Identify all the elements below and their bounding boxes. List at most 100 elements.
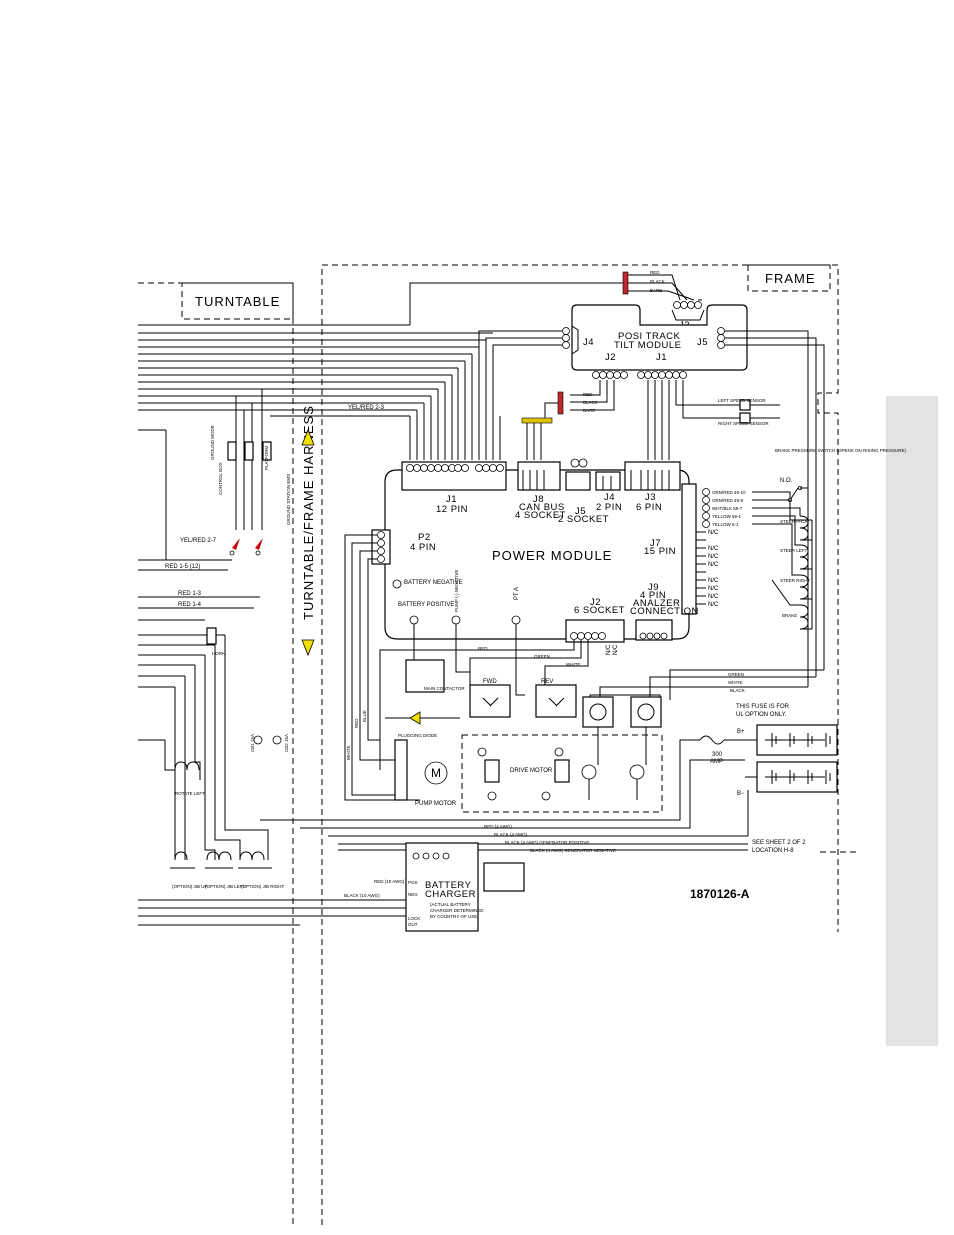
svg-text:N/C: N/C	[708, 578, 719, 584]
pump-motor-m-icon: M	[431, 766, 441, 780]
fuse-note-line1: THIS FUSE IS FOR	[736, 704, 790, 710]
red-1-5-label: RED 1-5 (12)	[165, 564, 200, 570]
j8-red-label: RED	[583, 392, 593, 397]
battery-positive-terminal	[409, 615, 419, 625]
fuse-15a-2-label: CB2 15A	[284, 734, 289, 752]
j5-label: J5	[575, 506, 586, 517]
connector-j1[interactable]	[401, 461, 507, 491]
charger-out-label: OUT	[408, 922, 418, 927]
load-drops	[164, 389, 269, 860]
connector-j7[interactable]	[681, 483, 710, 615]
charger-neg-label: NEG	[408, 892, 418, 897]
rev-label: REV	[541, 679, 553, 685]
brake-pressure-label: BRAKE PRESSURE SWITCH (OPENS ON RISING P…	[775, 448, 907, 453]
top-j2-label: J2	[605, 352, 616, 363]
top-red-label: RED	[650, 270, 660, 275]
j7-label: J7	[650, 538, 661, 549]
pump-negative-terminal	[451, 615, 461, 625]
j9-analyzer-label: ANALZER	[633, 598, 680, 609]
b-minus-label: B−	[737, 791, 745, 797]
connector-j9[interactable]	[635, 619, 673, 641]
yel-red-2-7-label: YEL/RED 2-7	[180, 538, 217, 544]
connector-j2[interactable]	[565, 619, 625, 643]
pump-motor-label: PUMP MOTOR	[415, 801, 457, 807]
black-4awg-label: BLACK (4 AWG)	[494, 832, 528, 837]
j2-to-j8-wires	[521, 380, 615, 460]
brake-pressure-switch	[752, 470, 812, 521]
yel-red-2-3-label: YEL/RED 2-3	[348, 405, 385, 411]
ground-mode-label: GROUND MODE	[210, 425, 215, 460]
org-red-49-10-label: ORN/RED 49-10	[712, 490, 746, 495]
connector-j8[interactable]	[517, 461, 561, 491]
harness-arrow-down-icon	[301, 639, 315, 657]
page-side-tab	[886, 396, 938, 1046]
field-2	[554, 759, 570, 783]
j8-black-label: BLACK	[583, 400, 598, 405]
pump-motor-box	[394, 739, 408, 801]
wire-blue-vertical-label: BLUE	[362, 710, 367, 722]
wire-white-vertical-label: WHITE	[346, 746, 351, 761]
connector-j5[interactable]	[565, 458, 591, 491]
left-speed-sensor-label: LEFT SPEED SENSOR	[718, 398, 766, 403]
see-sheet-line2: LOCATION H-8	[752, 848, 794, 854]
connector-j4[interactable]	[595, 471, 621, 491]
j2-socket-label: 6 SOCKET	[574, 605, 625, 616]
j4-pin-label: 2 PIN	[596, 502, 622, 513]
connector-p2[interactable]	[371, 529, 391, 565]
j5-right-wires	[725, 330, 825, 687]
p2-wires	[344, 534, 420, 801]
svg-text:N/C: N/C	[708, 554, 719, 560]
j4-top-pins	[562, 325, 579, 355]
charger-note-line2: CHARGER DETERMINED	[430, 908, 484, 913]
svg-text:N/C: N/C	[606, 644, 612, 655]
j8-label: J8	[533, 494, 544, 505]
charger-connector	[412, 852, 450, 860]
field-1	[484, 759, 500, 783]
power-module-box[interactable]	[384, 469, 690, 640]
contactor-symbols	[482, 697, 565, 707]
jib-right-label: (OPTION) JIB RIGHT	[241, 884, 285, 889]
j3-top-pins	[671, 301, 705, 321]
right-speed-sensor-label: RIGHT SPEED SENSOR	[718, 421, 769, 426]
jib-left-label: (OPTION) JIB LEFT	[205, 884, 246, 889]
svg-text:N/C: N/C	[708, 594, 719, 600]
fuse-note-line2: UL OPTION ONLY.	[736, 712, 787, 718]
steer-prop-label: STEER PROP.	[780, 519, 810, 524]
armature-a-icon	[629, 764, 645, 780]
fuse-amp-label: 300	[712, 752, 723, 758]
jib-up-label: (OPTION) JIB UP	[172, 884, 208, 889]
j1-top-pins	[637, 371, 687, 379]
fwd-label: FWD	[483, 679, 497, 685]
green-frame-label: GREEN	[728, 672, 744, 677]
posi-track-line1: POSI TRACK	[618, 331, 681, 342]
j1-pins-label: 12 PIN	[436, 504, 468, 515]
top-bare-label: BARE	[650, 288, 662, 293]
armature-symbols	[588, 703, 655, 800]
connector-j3[interactable]	[624, 461, 681, 491]
j5-top-pins	[717, 327, 725, 349]
wire-red-label: RED	[478, 646, 488, 651]
black-frame-label: BLACK	[730, 688, 745, 693]
j2-nc-labels: N/C N/C	[606, 644, 619, 655]
battery-charger-line2: CHARGER	[425, 889, 476, 900]
j2-top-pins	[592, 371, 628, 379]
top-cable-j3	[409, 271, 702, 325]
charger-note-line1: (ACTUAL BATTERY	[430, 902, 471, 907]
pump-motor-icon	[424, 761, 448, 785]
turntable-label: TURNTABLE	[195, 294, 280, 309]
j5-socket-label: 2 SOCKET	[558, 514, 609, 525]
fuse-amp-unit-label: AMP	[710, 759, 723, 765]
charger-note-line3: BY COUNTRY OF USE)	[430, 914, 479, 919]
b-plus-label: B+	[737, 729, 745, 735]
j3-pin-label: 6 PIN	[636, 502, 662, 513]
svg-text:N/C: N/C	[708, 530, 719, 536]
top-j5-label: J5	[697, 337, 708, 348]
fuse-300amp	[699, 735, 745, 745]
steer-left-label: STEER LEFT	[780, 548, 808, 553]
red-1-3-label: RED 1-3	[178, 591, 202, 597]
top-j4-label: J4	[583, 337, 594, 348]
white-frame-label: WHITE	[728, 680, 743, 685]
j4-to-j1-wires	[409, 330, 562, 460]
posi-track-line2: TILT MODULE	[614, 340, 681, 351]
fwd-contactor	[469, 684, 511, 718]
